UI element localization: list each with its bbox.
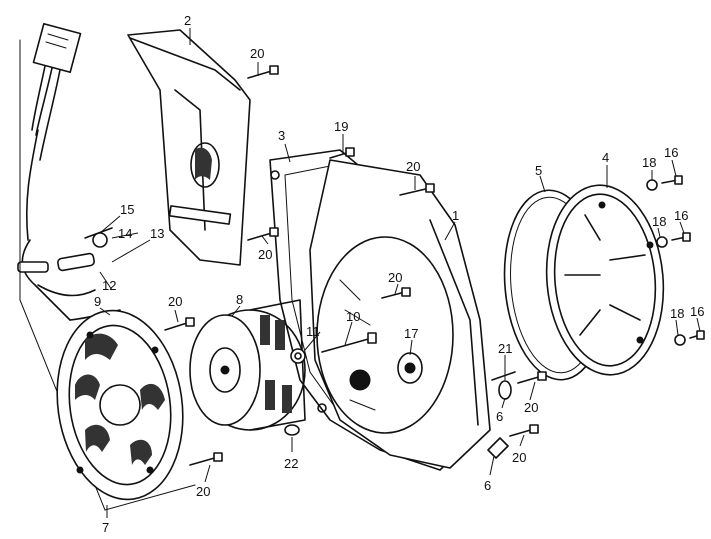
callout-8: 8 bbox=[236, 292, 243, 307]
callout-12: 12 bbox=[102, 278, 116, 293]
callout-3: 3 bbox=[278, 128, 285, 143]
bolt-22 bbox=[284, 424, 300, 436]
bolt-20-rotor bbox=[164, 317, 195, 331]
callout-22: 22 bbox=[284, 456, 298, 471]
bolt-20-left bbox=[247, 227, 279, 241]
shaft-10 bbox=[321, 332, 377, 353]
bolt-20-bottom bbox=[189, 452, 223, 466]
bolt-20-cover bbox=[381, 287, 411, 299]
callout-4: 4 bbox=[602, 150, 609, 165]
callout-10: 10 bbox=[346, 309, 360, 324]
callout-7: 7 bbox=[102, 520, 109, 535]
callout-16-bot: 16 bbox=[690, 304, 704, 319]
callout-15: 15 bbox=[120, 202, 134, 217]
callout-20-right-a: 20 bbox=[524, 400, 538, 415]
callout-18-bot: 18 bbox=[670, 306, 684, 321]
callout-11: 11 bbox=[306, 324, 320, 339]
bolt-19 bbox=[329, 147, 355, 159]
clip-6-b bbox=[487, 437, 509, 459]
rotor-part-8 bbox=[189, 299, 306, 431]
callout-17: 17 bbox=[404, 326, 418, 341]
callout-16-mid: 16 bbox=[674, 208, 688, 223]
washer-16-18-mid bbox=[656, 232, 691, 248]
callout-18-top: 18 bbox=[642, 155, 656, 170]
washer-16-18-top bbox=[646, 175, 683, 191]
callout-18-mid: 18 bbox=[652, 214, 666, 229]
bolt-20-mid bbox=[399, 183, 435, 196]
main-cover-part-1 bbox=[309, 159, 491, 469]
callout-20-mid: 20 bbox=[406, 159, 420, 174]
pin-21 bbox=[491, 371, 516, 381]
callout-20-bottom: 20 bbox=[196, 484, 210, 499]
callout-20-top: 20 bbox=[250, 46, 264, 61]
wiring-harness bbox=[17, 22, 121, 321]
callout-1: 1 bbox=[452, 208, 459, 223]
washer-16-18-bot bbox=[674, 330, 705, 346]
callout-6-upper: 6 bbox=[496, 409, 503, 424]
washer-11 bbox=[290, 348, 306, 364]
stator-part-7 bbox=[56, 309, 184, 501]
callout-9: 9 bbox=[94, 294, 101, 309]
callout-6-lower: 6 bbox=[484, 478, 491, 493]
bolt-20-right-a bbox=[517, 371, 547, 384]
callout-21: 21 bbox=[498, 341, 512, 356]
outer-cover-part-4 bbox=[545, 184, 665, 376]
callout-13: 13 bbox=[150, 226, 164, 241]
callout-19: 19 bbox=[334, 119, 348, 134]
bolt-20-top bbox=[247, 65, 279, 79]
callout-20-cover: 20 bbox=[388, 270, 402, 285]
callout-2: 2 bbox=[184, 13, 191, 28]
upper-cover-part-2 bbox=[127, 29, 251, 266]
callout-20-right-b: 20 bbox=[512, 450, 526, 465]
callout-5: 5 bbox=[535, 163, 542, 178]
bolt-20-right-b bbox=[509, 424, 539, 437]
callout-16-top: 16 bbox=[664, 145, 678, 160]
callout-20-rotor: 20 bbox=[168, 294, 182, 309]
clip-6-a bbox=[498, 380, 512, 400]
callout-20-left: 20 bbox=[258, 247, 272, 262]
callout-labels: 2 20 3 19 20 1 5 4 18 16 18 16 18 16 15 … bbox=[94, 13, 704, 535]
callout-14: 14 bbox=[118, 226, 132, 241]
leader-lines bbox=[99, 28, 701, 518]
